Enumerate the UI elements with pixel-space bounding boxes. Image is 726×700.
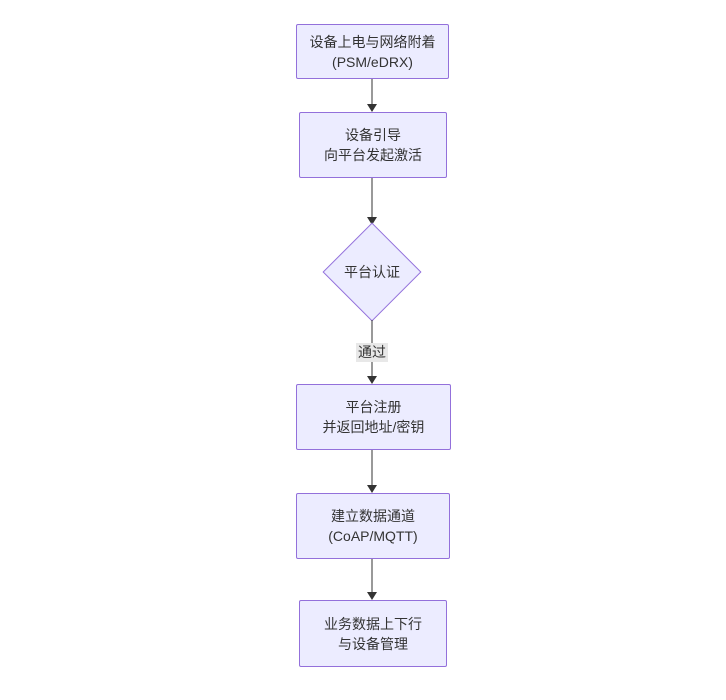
arrow-bootstrap-to-auth (365, 178, 379, 225)
node-platform-auth: 平台认证 (322, 222, 422, 322)
node-bootstrap: 设备引导 向平台发起激活 (299, 112, 447, 178)
node-text: 向平台发起激活 (324, 147, 422, 163)
node-data-channel: 建立数据通道 (CoAP/MQTT) (296, 493, 450, 559)
node-business-data: 业务数据上下行 与设备管理 (299, 600, 447, 667)
node-text: 并返回地址/密钥 (322, 419, 425, 435)
arrow-register-to-channel (365, 450, 379, 493)
arrow-line (371, 79, 373, 109)
arrowhead-down-icon (367, 104, 377, 112)
node-text: 建立数据通道 (331, 508, 415, 524)
arrow-auth-to-register: 通过 (356, 320, 388, 384)
arrow-line (371, 450, 373, 490)
node-text: 平台认证 (344, 264, 400, 280)
node-text: (PSM/eDRX) (332, 53, 413, 70)
node-platform-register: 平台注册 并返回地址/密钥 (296, 384, 451, 450)
arrow-line (371, 178, 373, 222)
arrowhead-down-icon (367, 217, 377, 225)
node-text: 设备上电与网络附着 (309, 33, 436, 50)
node-text: 业务数据上下行 (324, 615, 422, 632)
node-power-attach: 设备上电与网络附着 (PSM/eDRX) (296, 24, 449, 79)
arrowhead-down-icon (367, 592, 377, 600)
node-text: (CoAP/MQTT) (328, 528, 418, 544)
node-text: 设备引导 (345, 127, 401, 143)
edge-label-pass: 通过 (356, 343, 388, 362)
node-text: 与设备管理 (338, 635, 408, 652)
arrowhead-down-icon (367, 376, 377, 384)
arrowhead-down-icon (367, 485, 377, 493)
arrow-channel-to-business (365, 559, 379, 600)
node-text: 平台注册 (345, 399, 402, 415)
arrow-power-to-bootstrap (365, 79, 379, 112)
arrow-line (371, 559, 373, 597)
